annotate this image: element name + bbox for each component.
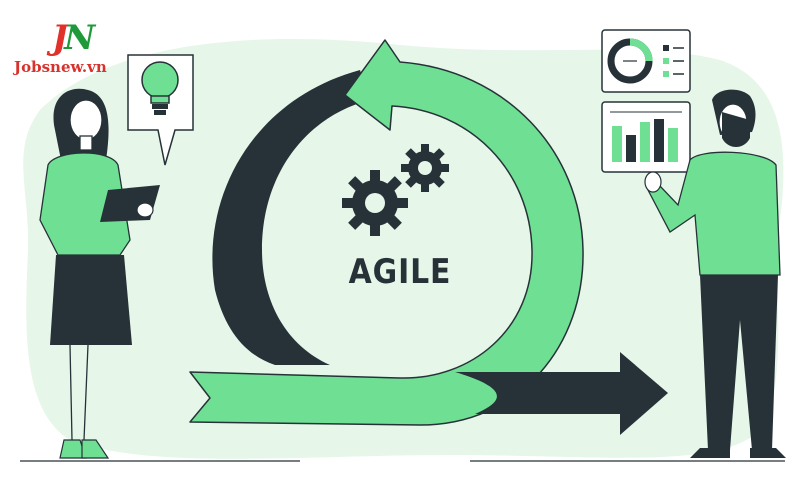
gears-icon: [342, 144, 449, 236]
logo-letter-j: J: [52, 18, 68, 58]
brand-name: Jobsnew.vn: [14, 58, 107, 76]
agile-label: AGILE: [348, 252, 452, 292]
background-blob: [23, 38, 784, 459]
woman-figure: [39, 88, 160, 459]
bar-chart-card: [601, 101, 691, 173]
forward-arrow-icon: [455, 352, 668, 435]
cycle-arrow-icon: [189, 39, 584, 426]
idea-bubble: [127, 54, 194, 166]
dark-cycle-arc: [212, 70, 370, 365]
tablet-icon: [100, 185, 160, 222]
lightbulb-icon: [141, 61, 179, 115]
donut-chart-card: [601, 29, 691, 93]
logo-mark: JN: [52, 18, 102, 58]
man-figure: [644, 89, 786, 458]
brand-logo[interactable]: JN Jobsnew.vn: [8, 18, 138, 88]
bar-chart-icon: [610, 111, 682, 162]
donut-chart-icon: [607, 38, 653, 84]
logo-letter-n: N: [64, 18, 95, 58]
